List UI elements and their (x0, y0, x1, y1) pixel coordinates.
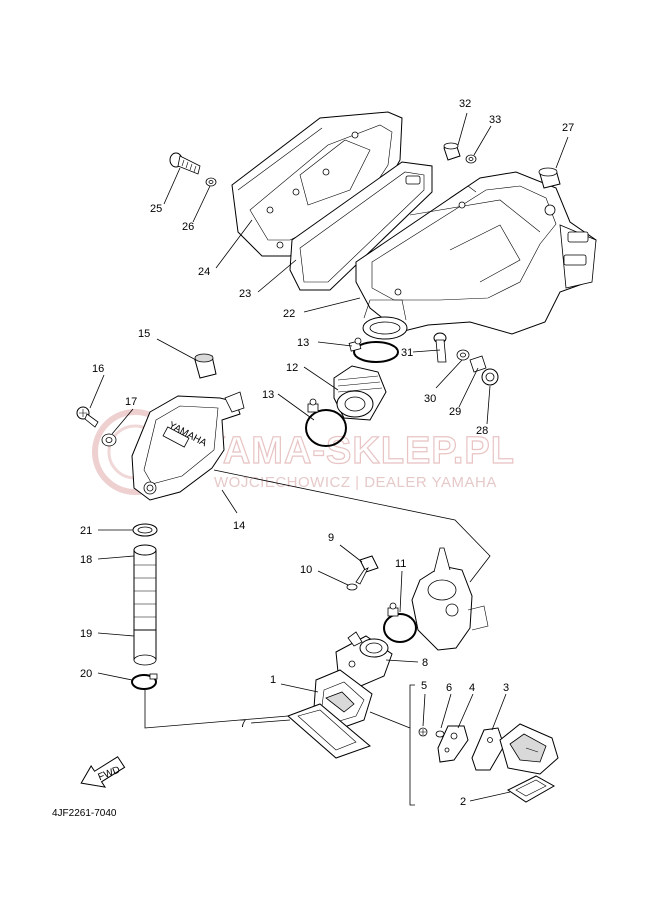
gasket-2 (507, 775, 556, 803)
callout-2: 2 (460, 796, 466, 808)
callout-21: 21 (80, 525, 92, 537)
collar-32 (443, 142, 461, 161)
washer-30 (456, 349, 470, 361)
reed-valve-body (499, 723, 559, 775)
diagram-code: 4JF2261-7040 (52, 808, 117, 819)
grommet-27 (538, 167, 561, 189)
reed-3 (471, 727, 505, 771)
bolt-9 (355, 555, 379, 585)
air-filter-element (289, 161, 433, 291)
leader-lines (89, 112, 569, 802)
washer-6 (435, 730, 445, 738)
callout-16: 16 (92, 363, 104, 375)
callout-14: 14 (233, 520, 245, 532)
bolt-31 (433, 332, 447, 363)
callout-10: 10 (300, 564, 312, 576)
callout-22: 22 (283, 308, 295, 320)
carburetor-outline (411, 547, 489, 651)
callout-4: 4 (469, 682, 475, 694)
callout-1: 1 (270, 674, 276, 686)
callout-19: 19 (80, 628, 92, 640)
screw-5 (418, 727, 428, 737)
callout-17: 17 (125, 396, 137, 408)
callout-28: 28 (476, 425, 488, 437)
callout-6: 6 (446, 682, 452, 694)
air-filter-case (355, 171, 597, 340)
callout-12: 12 (286, 362, 298, 374)
callout-24: 24 (198, 266, 210, 278)
drain-hose-18 (133, 544, 157, 646)
callout-29: 29 (449, 406, 461, 418)
washer-17 (101, 433, 117, 447)
callout-11: 11 (395, 558, 406, 570)
callout-27: 27 (562, 122, 574, 134)
callout-15: 15 (138, 328, 150, 340)
sleeve-19 (133, 629, 157, 666)
damper-28 (481, 368, 499, 386)
hose-clip-20 (131, 673, 158, 690)
hose-clip-21 (132, 523, 158, 537)
callout-13-lower: 13 (262, 389, 274, 401)
watermark-main-text: YAMA-SKLEP.PL (200, 430, 515, 472)
callout-20: 20 (80, 668, 92, 680)
callout-3: 3 (503, 682, 509, 694)
callout-9: 9 (328, 532, 334, 544)
callout-32: 32 (459, 98, 471, 110)
callout-13-upper: 13 (297, 337, 309, 349)
carburetor-joint-12 (333, 365, 387, 421)
callout-labels: 32 33 27 25 26 24 23 22 13 12 13 31 30 2… (80, 98, 574, 808)
callout-18: 18 (80, 554, 92, 566)
fwd-arrow-icon: FWD (80, 756, 126, 788)
callout-31: 31 (401, 347, 413, 359)
watermark-sub-text: WOJCIECHOWICZ | DEALER YAMAHA (214, 474, 497, 491)
washer-10 (346, 583, 358, 591)
callout-25: 25 (150, 203, 162, 215)
hose-clamp-11 (383, 602, 417, 643)
hose-clamp-13-lower (305, 398, 347, 447)
callout-8: 8 (422, 657, 428, 669)
watermark: YAMA-SKLEP.PL WOJCIECHOWICZ | DEALER YAM… (92, 409, 515, 495)
reed-stopper-4 (437, 725, 469, 763)
exploded-bracket-line (409, 684, 415, 806)
screw-16 (76, 406, 99, 428)
callout-33: 33 (489, 114, 501, 126)
hose-clamp-13-upper (348, 337, 399, 363)
callout-23: 23 (239, 288, 251, 300)
collar-29 (469, 355, 487, 373)
callout-5: 5 (421, 680, 427, 692)
callout-7: 7 (240, 718, 246, 730)
washer-33 (465, 154, 477, 164)
callout-26: 26 (182, 221, 194, 233)
callout-30: 30 (424, 393, 436, 405)
bolt-25 (169, 152, 201, 175)
assembly-lines (144, 469, 491, 729)
washer-26 (205, 177, 217, 187)
air-duct-14: YAMAHA (131, 391, 245, 501)
grommet-15 (194, 353, 217, 379)
gasket-7 (287, 703, 371, 759)
